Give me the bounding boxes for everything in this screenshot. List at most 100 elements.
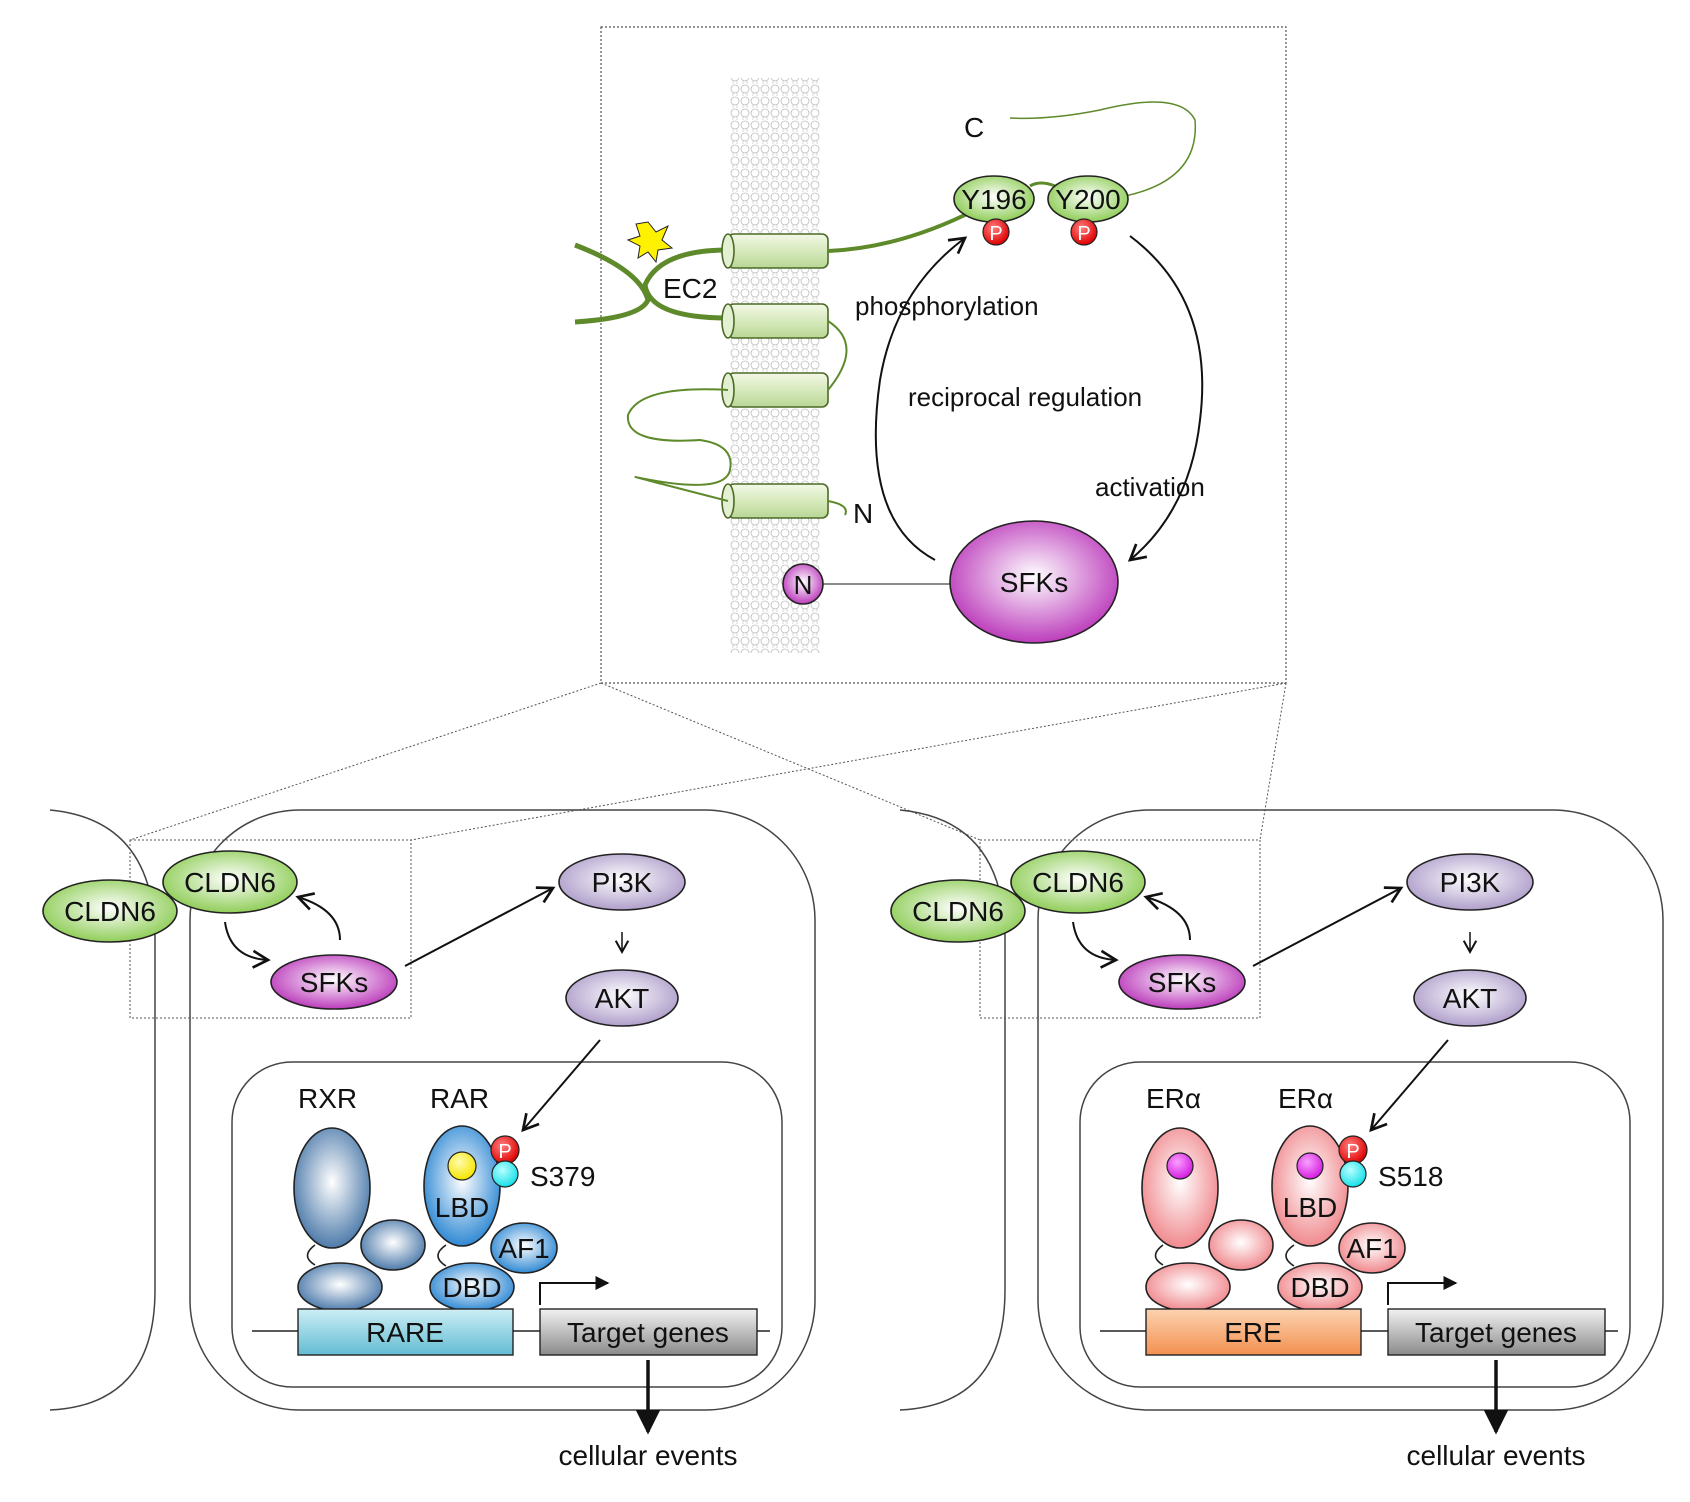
right-cellular-events-label: cellular events [1407, 1440, 1586, 1471]
sfk-n-terminus [782, 563, 824, 605]
left-rar-hinge [437, 1244, 447, 1267]
left-dbd-label: DBD [442, 1272, 501, 1303]
c-tail-linker [1029, 181, 1056, 188]
c-tail [827, 208, 976, 253]
transmembrane-helices [721, 233, 829, 519]
right-era2-label: ERα [1278, 1083, 1333, 1114]
sfks-large-label: SFKs [1000, 567, 1068, 598]
right-transcription-start-arrow [1387, 1276, 1458, 1305]
right-cell: CLDN6 CLDN6 SFKs PI3K AKT ERα ERα LBD P … [890, 809, 1664, 1471]
right-sfks [1118, 954, 1246, 1010]
left-cldn6 [162, 850, 298, 914]
left-cldn6-to-sfks-arrow [224, 921, 271, 969]
left-cldn6-neighbor-label: CLDN6 [64, 896, 156, 927]
left-af1-label: AF1 [498, 1233, 549, 1264]
left-rar-af1 [490, 1222, 558, 1274]
left-rxr-lbd [293, 1127, 371, 1249]
right-era1-hinge [1154, 1244, 1164, 1266]
reciprocal-regulation-label: reciprocal regulation [908, 382, 1142, 412]
left-sfks-to-cldn6-arrow [295, 892, 341, 941]
right-ere-label: ERE [1224, 1317, 1282, 1348]
right-era1-label: ERα [1146, 1083, 1201, 1114]
right-pi3k [1406, 853, 1534, 911]
left-site-label: S379 [530, 1161, 595, 1192]
left-rare-label: RARE [366, 1317, 444, 1348]
left-rar-lbd [423, 1125, 501, 1247]
c-tail-end [1009, 101, 1197, 197]
right-era2-hinge [1285, 1244, 1295, 1267]
right-phospho-label: P [1346, 1141, 1359, 1163]
left-cell: CLDN6 CLDN6 SFKs PI3K AKT RXR RAR LBD P … [42, 809, 816, 1471]
right-era2-af1 [1338, 1222, 1406, 1274]
right-nucleus [1079, 1061, 1631, 1388]
right-neighbor-cell [899, 809, 1006, 1411]
n-tail [827, 500, 847, 516]
left-rxr-dbd [297, 1262, 383, 1312]
left-akt-to-rar-arrow [521, 1039, 601, 1133]
left-ligand-icon [447, 1151, 477, 1181]
left-transcription-start-arrow [539, 1276, 610, 1305]
left-cldn6-label: CLDN6 [184, 867, 276, 898]
left-site-icon [491, 1160, 519, 1188]
right-sfks-to-cldn6-arrow [1143, 891, 1191, 941]
phosphorylation-label: phosphorylation [855, 291, 1039, 321]
phospho-y196-icon [982, 218, 1010, 246]
right-inset-box [979, 839, 1261, 1019]
extracellular-loop-1 [626, 388, 732, 502]
right-target-genes-label: Target genes [1415, 1317, 1577, 1348]
left-rar-label: RAR [430, 1083, 489, 1114]
left-sfks-to-pi3k-arrow [404, 886, 556, 967]
right-cell-membrane [1037, 809, 1664, 1411]
left-target-genes-label: Target genes [567, 1317, 729, 1348]
y196-label: Y196 [961, 184, 1026, 215]
zoom-box [600, 26, 1287, 684]
left-akt [565, 969, 679, 1027]
left-lbd-label: LBD [435, 1192, 489, 1223]
right-pi3k-label: PI3K [1440, 867, 1501, 898]
left-sfks [270, 954, 398, 1010]
left-nucleus [231, 1061, 783, 1388]
phospho-y200-icon [1070, 218, 1098, 246]
right-site-label: S518 [1378, 1161, 1443, 1192]
right-era2-lbd [1271, 1125, 1349, 1247]
activation-label: activation [1095, 472, 1205, 502]
sfk-n-label: N [794, 570, 813, 600]
right-site-icon [1339, 1160, 1367, 1188]
right-akt-to-era-arrow [1369, 1039, 1449, 1133]
ec2-loop [642, 247, 729, 321]
right-cldn6-to-sfks-arrow [1072, 921, 1119, 969]
lipid-bilayer [730, 78, 820, 653]
right-era1-dbd [1145, 1262, 1231, 1312]
right-era1-af1 [1208, 1219, 1274, 1271]
right-ere-element [1145, 1308, 1362, 1356]
right-dbd-label: DBD [1290, 1272, 1349, 1303]
left-cldn6-neighbor [42, 879, 178, 943]
right-cldn6-neighbor [890, 879, 1026, 943]
right-cldn6 [1010, 850, 1146, 914]
sfks-large [949, 520, 1119, 644]
right-af1-label: AF1 [1346, 1233, 1397, 1264]
ec2-label: EC2 [663, 273, 717, 304]
left-rxr-hinge [306, 1244, 316, 1266]
interaction-star-icon [626, 221, 674, 264]
right-lbd-label: LBD [1283, 1192, 1337, 1223]
phospho-y200-label: P [1077, 223, 1090, 245]
n-terminus-label: N [853, 498, 873, 529]
phosphorylation-arrow [874, 236, 968, 561]
left-akt-label: AKT [595, 983, 649, 1014]
left-sfks-label: SFKs [300, 967, 368, 998]
left-cell-membrane [189, 809, 816, 1411]
right-era2-ligand-icon [1296, 1152, 1324, 1180]
right-era1-lbd [1141, 1127, 1219, 1249]
left-cellular-events-label: cellular events [559, 1440, 738, 1471]
left-rare-element [297, 1308, 514, 1356]
left-pi3k-label: PI3K [592, 867, 653, 898]
right-cldn6-neighbor-label: CLDN6 [912, 896, 1004, 927]
right-era1-ligand-icon [1166, 1152, 1194, 1180]
activation-arrow [1127, 235, 1204, 562]
left-phospho-label: P [498, 1141, 511, 1163]
phospho-y196-label: P [989, 223, 1002, 245]
zoom-connectors [129, 682, 1287, 841]
intracellular-loop [827, 320, 848, 391]
